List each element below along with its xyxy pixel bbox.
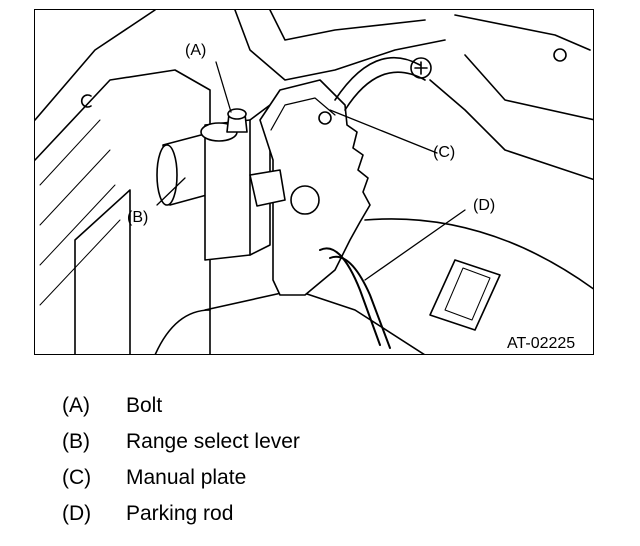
legend-text: Range select lever — [126, 430, 300, 453]
parking-rod-2 — [329, 255, 391, 349]
parking-rod-upper — [334, 56, 421, 101]
housing-hatch — [39, 119, 121, 306]
callout-a: (A) — [185, 42, 206, 59]
housing-left-block — [35, 69, 211, 354]
legend-letter: (D) — [62, 502, 92, 525]
housing-left-face — [74, 189, 131, 354]
legend: (A) Bolt (B) Range select lever (C) Manual … — [62, 388, 300, 532]
legend-letter: (C) — [62, 466, 92, 489]
housing-bottom-edge — [204, 289, 425, 354]
transmission-diagram: (A) (B) (C) (D) AT-02225 — [35, 10, 593, 354]
housing-left-edge — [35, 10, 156, 121]
manual-plate-top-hole — [318, 111, 332, 125]
housing-top-right-hole — [553, 48, 567, 62]
leader-d — [364, 209, 466, 281]
housing-bottom-left — [154, 309, 211, 354]
legend-letter: (A) — [62, 394, 90, 417]
housing-screw-cross — [414, 61, 428, 75]
leader-a — [215, 61, 232, 113]
callout-b: (B) — [127, 209, 148, 226]
legend-text: Bolt — [126, 394, 163, 417]
housing-top-wall — [234, 10, 446, 81]
parking-rod-upper-2 — [344, 71, 426, 111]
manual-plate-inner — [270, 97, 336, 131]
housing-top-ridge — [269, 10, 426, 41]
legend-item: (C) Manual plate — [62, 460, 300, 496]
housing-c-mark — [80, 94, 92, 108]
leader-b — [156, 177, 186, 206]
manual-plate-pin — [249, 169, 286, 207]
legend-item: (D) Parking rod — [62, 496, 300, 532]
legend-letter: (B) — [62, 430, 90, 453]
legend-text: Manual plate — [126, 466, 247, 489]
bolt-top — [227, 108, 247, 120]
legend-text: Parking rod — [126, 502, 234, 525]
legend-item: (B) Range select lever — [62, 424, 300, 460]
callout-d: (D) — [473, 197, 495, 214]
housing-bottom-right-curve — [364, 218, 593, 290]
legend-item: (A) Bolt — [62, 388, 300, 424]
leader-c — [329, 109, 438, 154]
housing-slot-inner — [444, 267, 491, 321]
housing-right-block — [454, 14, 593, 121]
figure-code: AT-02225 — [507, 335, 575, 352]
diagram-frame: (A) (B) (C) (D) AT-02225 — [34, 9, 594, 355]
manual-plate-hole — [290, 185, 320, 215]
callout-c: (C) — [433, 144, 455, 161]
housing-right-face — [429, 79, 593, 181]
housing-slot — [429, 259, 501, 331]
